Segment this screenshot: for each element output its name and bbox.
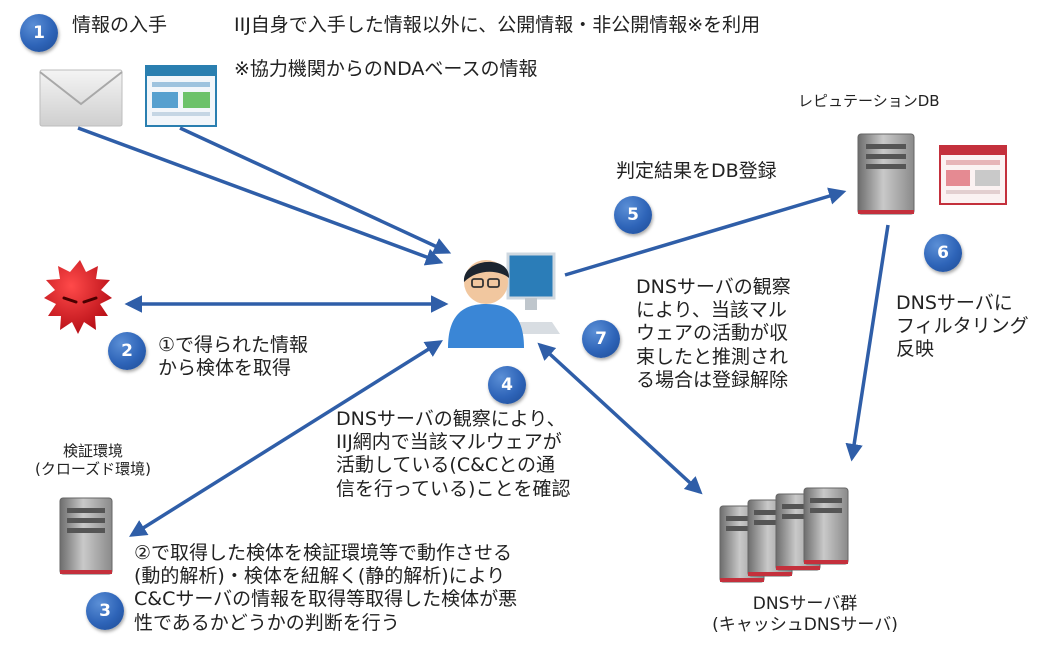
step-badge-1: 1 <box>20 14 58 52</box>
flow-arrows <box>77 126 890 537</box>
analyst-icon <box>448 252 560 348</box>
reputation-db-server-icon <box>857 133 915 215</box>
step-badge-4: 4 <box>488 366 526 404</box>
reputation-db-label: レピュテーションDB <box>798 92 940 110</box>
reputation-db-webpage-icon <box>939 145 1007 205</box>
sandbox-label: 検証環境 (クローズド環境) <box>35 442 151 479</box>
dns-group-label: DNSサーバ群 (キャッシュDNSサーバ) <box>712 594 898 635</box>
dns-server-group-icon <box>719 487 849 583</box>
step-badge-3: 3 <box>86 592 124 630</box>
info-footnote: ※協力機関からのNDAベースの情報 <box>234 58 538 80</box>
step-badge-6: 6 <box>924 234 962 272</box>
arrow-analyst-to-db <box>564 187 847 277</box>
arrow-analyst-dns <box>537 342 703 495</box>
arrow-mail-to-analyst <box>77 126 444 266</box>
step-2-label: ①で得られた情報 から検体を取得 <box>158 334 309 380</box>
arrow-sandbox-analyst <box>129 340 443 537</box>
info-note: IIJ自身で入手した情報以外に、公開情報・非公開情報※を利用 <box>234 14 761 36</box>
mail-icon <box>39 69 123 127</box>
step-1-label: 情報の入手 <box>72 14 168 36</box>
webpage-icon <box>145 65 217 127</box>
step-3-label: ②で取得した検体を検証環境等で動作させる (動的解析)・検体を紐解く(静的解析)… <box>134 542 518 634</box>
step-badge-7: 7 <box>582 320 620 358</box>
step-5-label: 判定結果をDB登録 <box>616 160 777 182</box>
sandbox-server-icon <box>59 497 113 575</box>
step-badge-5: 5 <box>614 196 652 234</box>
step-badge-2: 2 <box>108 332 146 370</box>
step-4-label: DNSサーバの観察により、 IIJ網内で当該マルウェアが 活動している(C&Cと… <box>336 408 571 500</box>
malware-icon <box>44 260 112 334</box>
arrow-db-to-dns <box>845 224 890 462</box>
step-6-label: DNSサーバに フィルタリング 反映 <box>896 292 1029 361</box>
arrow-web-to-analyst <box>179 126 452 255</box>
step-7-label: DNSサーバの観察 により、当該マル ウェアの活動が収 束したと推測され る場合… <box>636 276 791 391</box>
